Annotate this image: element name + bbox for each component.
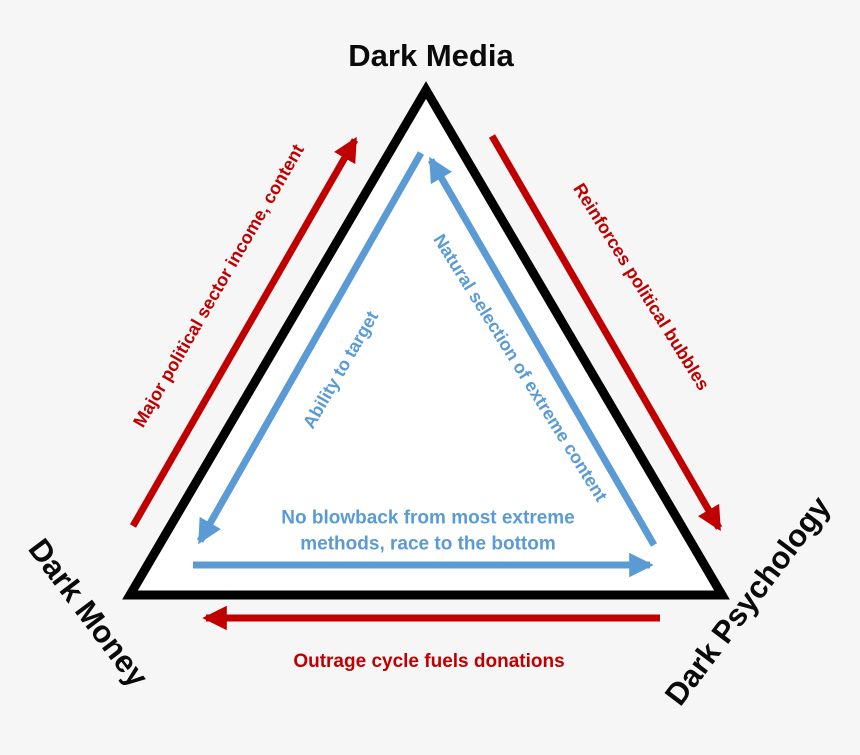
outer-arrow-money-to-media — [129, 136, 359, 528]
inner-arrow-media-to-money — [196, 151, 425, 545]
inner-arrow-label-money-to-psychology: No blowback from most extreme methods, r… — [258, 505, 598, 556]
inner-arrow-psychology-to-media — [427, 156, 658, 547]
vertex-label-dark-media: Dark Media — [348, 38, 514, 73]
inner-arrow-label-line1: No blowback from most extreme — [281, 507, 575, 529]
inner-arrow-label-line2: methods, race to the bottom — [300, 533, 556, 554]
outer-arrow-label-psychology-to-money: Outrage cycle fuels donations — [293, 651, 565, 672]
triangle-outline — [122, 81, 730, 600]
outer-arrow-media-to-psychology — [488, 134, 723, 532]
